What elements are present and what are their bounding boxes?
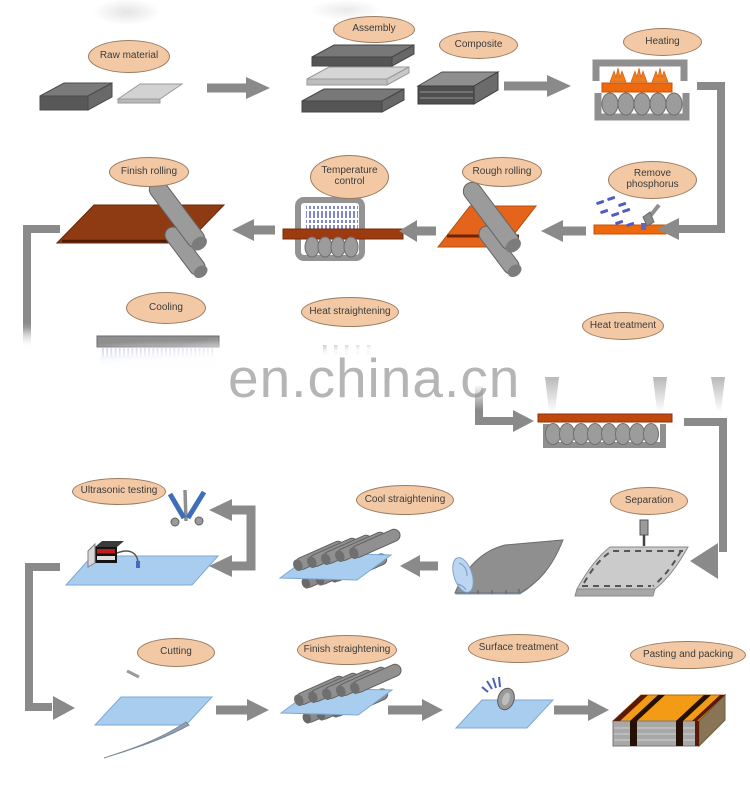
arrow-cutting-to-finish-straightening <box>216 699 269 721</box>
label-heat-treatment: Heat treatment <box>582 312 664 340</box>
connector-heat-straightening-to-heat-treatment <box>475 386 534 432</box>
label-rough-rolling: Rough rolling <box>462 157 542 187</box>
ultrasonic-testing-graphic <box>64 489 220 586</box>
probe-tool-icon <box>167 489 207 527</box>
separated-sheet-graphic <box>452 539 564 595</box>
separation-graphic <box>574 519 689 597</box>
label-cutting: Cutting <box>137 638 215 667</box>
raw-material-graphic <box>39 82 184 111</box>
label-raw-material: Raw material <box>88 40 170 73</box>
surface-treatment-graphic <box>454 676 555 729</box>
arrow-surface-treatment-to-pasting <box>554 699 609 721</box>
label-finish-straightening: Finish straightening <box>297 635 397 665</box>
label-pasting-and-packing: Pasting and packing <box>630 641 746 669</box>
assembly-graphic <box>301 44 415 113</box>
cool-straightening-graphic <box>278 526 403 591</box>
label-separation: Separation <box>610 487 688 515</box>
label-surface-treatment: Surface treatment <box>468 634 569 663</box>
finish-straightening-graphic <box>279 661 404 726</box>
heating-furnace-graphic <box>592 59 690 121</box>
label-composite: Composite <box>439 31 518 59</box>
arrow-composite-to-heating <box>504 75 571 97</box>
label-finish-rolling: Finish rolling <box>109 157 189 187</box>
arrow-raw-to-assembly <box>207 77 270 99</box>
arrow-sheet-to-cool-straightening <box>400 555 438 577</box>
composite-graphic <box>416 71 500 105</box>
remove-phosphorus-graphic <box>593 196 667 235</box>
flame-icon <box>609 67 669 83</box>
connector-cool-straightening-to-ultrasonic <box>209 499 256 577</box>
connector-ultrasonic-to-cutting <box>25 563 75 720</box>
spray-dashes-icon <box>481 676 501 693</box>
pasting-packing-graphic <box>611 693 727 748</box>
finish-rolling-graphic <box>55 176 226 282</box>
label-heating: Heating <box>623 28 702 56</box>
spray-dashes-icon <box>596 196 635 227</box>
label-remove-phosphorus: Remove phosphorus <box>608 161 697 199</box>
arrow-temperature-control-to-finish-rolling <box>232 219 275 241</box>
arrow-remove-phosphorus-to-rough-rolling <box>541 220 586 242</box>
label-cooling: Cooling <box>126 292 206 324</box>
cutting-graphic <box>93 669 214 759</box>
label-cool-straightening: Cool straightening <box>356 485 454 515</box>
arrow-rough-rolling-to-temperature-control <box>399 220 436 242</box>
connector-heat-treatment-to-separation <box>684 418 727 579</box>
label-assembly: Assembly <box>333 16 415 43</box>
label-ultrasonic-testing: Ultrasonic testing <box>72 478 166 505</box>
temperature-control-graphic <box>282 197 404 261</box>
label-heat-straightening: Heat straightening <box>301 297 399 327</box>
heat-treatment-graphic <box>537 377 725 448</box>
arrow-finish-straightening-to-surface-treatment <box>388 699 443 721</box>
rough-rolling-graphic <box>436 178 538 281</box>
label-temperature-control: Temperature control <box>310 155 389 199</box>
